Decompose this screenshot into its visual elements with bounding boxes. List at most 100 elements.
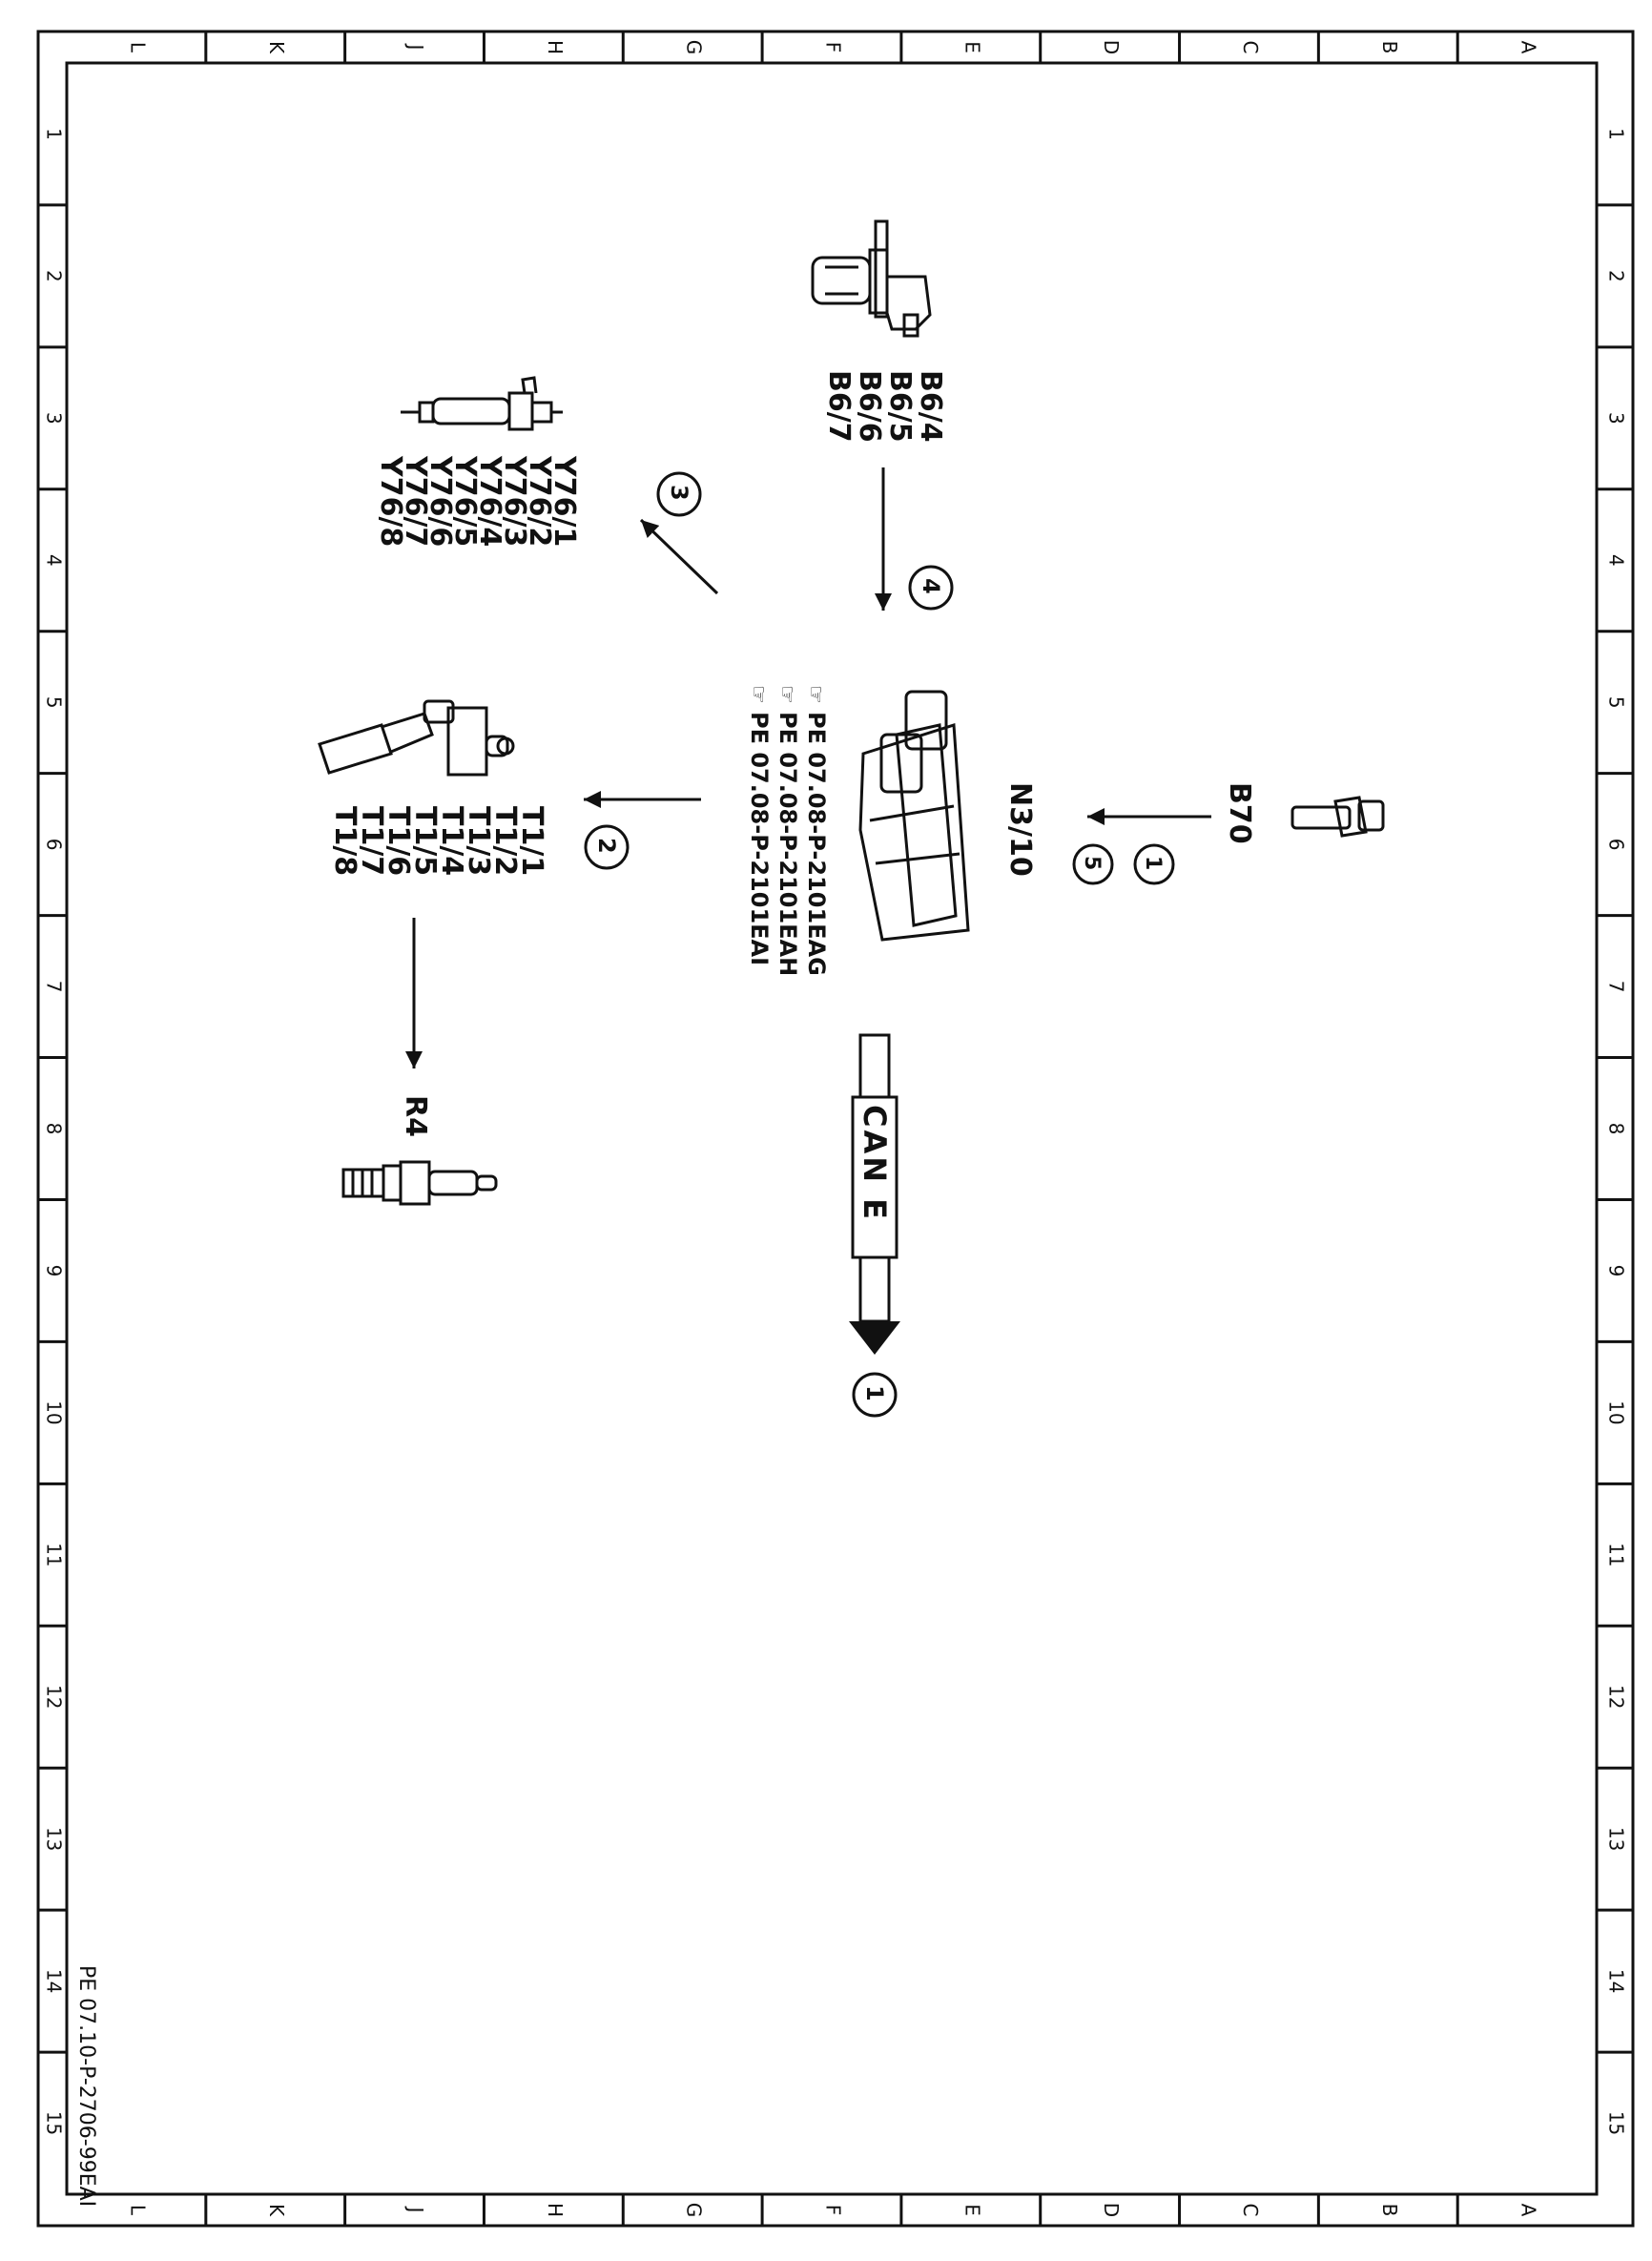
grid-row-label: 13 (1605, 1827, 1628, 1851)
coil-label-1: T1/1 (515, 806, 548, 876)
grid-column-label: F (822, 2205, 845, 2216)
camshaft-label-2: B6/5 (883, 370, 917, 443)
circle-5-label: 5 (1080, 856, 1104, 870)
injector-label-1: Y76/1 (547, 455, 581, 547)
grid-column-label: J (404, 2206, 427, 2213)
ecu-to-injector-arrow (639, 518, 719, 595)
injector-label-4: Y76/4 (473, 455, 506, 547)
coil-label-4: T1/4 (435, 806, 468, 876)
reference-item: ☞ PE 07.08-P-2101EAI (746, 685, 773, 965)
can-bus-label: CAN E (857, 1105, 893, 1222)
circle-3 (656, 471, 702, 517)
grid-column-label: H (544, 40, 567, 54)
coil-label-8: T1/8 (328, 806, 361, 876)
grid-row-label: 15 (43, 2111, 66, 2135)
grid-row-label: 1 (43, 128, 66, 140)
grid-row-label: 5 (43, 696, 66, 709)
circle-2 (584, 824, 630, 870)
ecu-label: N3/10 (1003, 782, 1037, 877)
coil-label-2: T1/2 (488, 806, 522, 876)
grid-row-label: 3 (43, 412, 66, 425)
can-bus: CAN E 1 (849, 1033, 900, 1418)
grid-column-label: D (1100, 2203, 1123, 2217)
reference-text-1: PE 07.08-P-2101EAG (803, 712, 830, 976)
can-bus-arrowhead (849, 1321, 900, 1355)
grid-column-label: D (1100, 40, 1123, 54)
grid-column-label: H (544, 2203, 567, 2217)
inner-frame (65, 61, 1599, 2196)
grid-row-label: 9 (1605, 1265, 1628, 1277)
grid-column-label: A (1518, 2204, 1540, 2217)
grid-row-label: 6 (1605, 839, 1628, 851)
circle-4-label: 4 (918, 578, 944, 594)
ignition-coil-icon (318, 699, 515, 777)
reference-text-3: PE 07.08-P-2101EAI (746, 712, 773, 965)
injector-icon (401, 376, 563, 431)
injector-labels: Y76/1 Y76/2 Y76/3 Y76/4 Y76/5 Y76/6 Y76/… (374, 455, 581, 547)
grid-column-label: K (265, 2204, 288, 2217)
grid-row-label: 8 (43, 1123, 66, 1135)
grid-row-label: 11 (43, 1543, 66, 1566)
camshaft-sensor-icon (811, 219, 932, 338)
grid-row-label: 8 (1605, 1123, 1628, 1135)
grid-column-label: C (1239, 41, 1262, 54)
grid-row-label: 14 (1605, 1969, 1628, 1993)
reference-list: ☞ PE 07.08-P-2101EAG ☞ PE 07.08-P-2101EA… (746, 685, 830, 976)
grid-row-label: 9 (43, 1265, 66, 1277)
circle-1-crank (1133, 843, 1175, 885)
grid-row-label: 11 (1605, 1543, 1628, 1566)
grid-column-label: B (1378, 2204, 1401, 2217)
ecu-icon (858, 690, 970, 942)
reference-item: ☞ PE 07.08-P-2101EAH (774, 685, 801, 976)
camshaft-label-4: B6/7 (822, 370, 856, 443)
can-bus-label-box (851, 1095, 898, 1259)
sparkplug-label: R4 (399, 1095, 432, 1137)
circle-4 (908, 565, 954, 611)
grid-column-label: B (1378, 41, 1401, 54)
ignition-coil-labels: T1/1 T1/2 T1/3 T1/4 T1/5 T1/6 T1/7 T1/8 (328, 806, 548, 876)
grid-row-label: 5 (1605, 696, 1628, 709)
grid-row-label: 10 (1605, 1400, 1628, 1424)
injector-label-2: Y76/2 (523, 455, 556, 547)
spark-plug-icon (341, 1160, 498, 1206)
injector-label-3: Y76/3 (498, 455, 531, 547)
grid-column-label: G (683, 40, 706, 55)
coil-label-6: T1/6 (382, 806, 415, 876)
hand-pointer-icon: ☞ (774, 685, 798, 704)
injector-label-8: Y76/8 (374, 455, 407, 547)
coil-label-3: T1/3 (462, 806, 495, 876)
injector-label-7: Y76/7 (399, 455, 432, 547)
circle-1-can-label: 1 (861, 1385, 888, 1401)
grid-column-label: L (126, 2205, 149, 2216)
grid-row-label: 14 (43, 1969, 66, 1993)
camshaft-label-1: B6/4 (914, 370, 947, 443)
grid-row-label: 4 (1605, 554, 1628, 567)
coil-label-5: T1/5 (408, 806, 442, 876)
circle-1-crank-label: 1 (1141, 856, 1165, 870)
crank-sensor-label: B70 (1223, 782, 1256, 844)
grid-column-label: C (1239, 2204, 1262, 2217)
hand-pointer-icon: ☞ (746, 685, 770, 704)
injector-label-6: Y76/6 (423, 455, 457, 547)
grid-column-label: G (683, 2203, 706, 2218)
grid-row-label: 7 (1605, 981, 1628, 993)
circle-5 (1072, 843, 1114, 885)
circle-2-label: 2 (593, 838, 620, 854)
reference-text-2: PE 07.08-P-2101EAH (774, 712, 801, 976)
grid-row-label: 2 (1605, 270, 1628, 282)
hand-pointer-icon: ☞ (803, 685, 827, 704)
document-id: PE 07.10-P-2706-99EAI (74, 1965, 98, 2207)
camshaft-sensor-labels: B6/4 B6/5 B6/6 B6/7 (822, 370, 947, 443)
grid-row-label: 1 (1605, 128, 1628, 140)
grid-column-label: L (126, 42, 149, 53)
circle-3-label: 3 (666, 485, 692, 501)
grid-row-label: 15 (1605, 2111, 1628, 2135)
grid-column-label: A (1518, 41, 1540, 54)
crank-sensor-icon (1291, 796, 1385, 838)
